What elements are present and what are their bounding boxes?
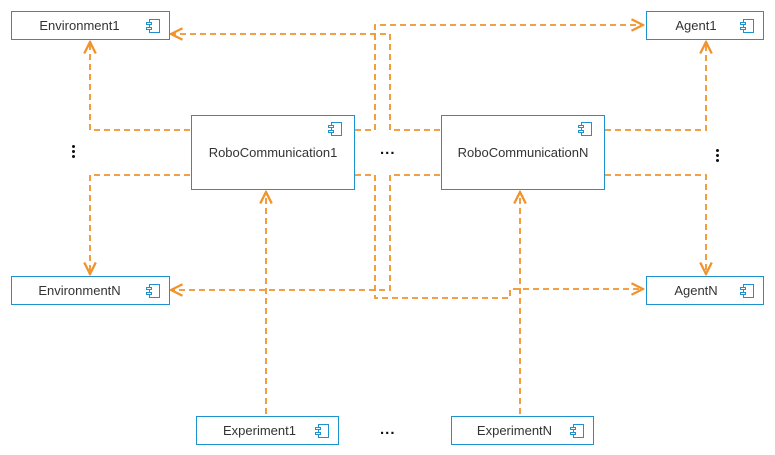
component-icon [740, 18, 754, 33]
component-icon [146, 18, 160, 33]
robo-communicationN-label: RoboCommunicationN [457, 145, 589, 160]
experimentN-label: ExperimentN [476, 423, 553, 438]
left-vertical-ellipsis [72, 145, 75, 160]
robo-communication1-label: RoboCommunication1 [208, 145, 338, 160]
component-icon [578, 122, 592, 136]
component-icon [146, 283, 160, 298]
robo-communication1-node[interactable]: RoboCommunication1 [191, 115, 355, 190]
edge-roboN-agent1 [605, 42, 706, 131]
edge-roboN-environmentN [171, 174, 440, 290]
component-icon [740, 283, 754, 298]
agent1-node[interactable]: Agent1 [646, 11, 764, 40]
agent1-label: Agent1 [675, 18, 717, 33]
bottom-ellipsis: ... [380, 421, 396, 438]
experimentN-node[interactable]: ExperimentN [451, 416, 594, 445]
middle-ellipsis: ... [380, 141, 396, 158]
experiment1-node[interactable]: Experiment1 [196, 416, 339, 445]
environmentN-node[interactable]: EnvironmentN [11, 276, 170, 305]
edge-roboN-agentN [605, 174, 706, 274]
right-vertical-ellipsis [716, 149, 719, 164]
environment1-node[interactable]: Environment1 [11, 11, 170, 40]
robo-communicationN-node[interactable]: RoboCommunicationN [441, 115, 605, 190]
edge-robo1-environment1 [90, 42, 190, 131]
environment1-label: Environment1 [39, 18, 120, 33]
edge-robo1-environmentN [90, 174, 190, 274]
component-icon [315, 423, 329, 438]
environmentN-label: EnvironmentN [38, 283, 121, 298]
agentN-node[interactable]: AgentN [646, 276, 764, 305]
edge-robo1-agentN [355, 174, 643, 299]
experiment1-label: Experiment1 [223, 423, 296, 438]
component-icon [570, 423, 584, 438]
agentN-label: AgentN [674, 283, 718, 298]
component-icon [328, 122, 342, 136]
